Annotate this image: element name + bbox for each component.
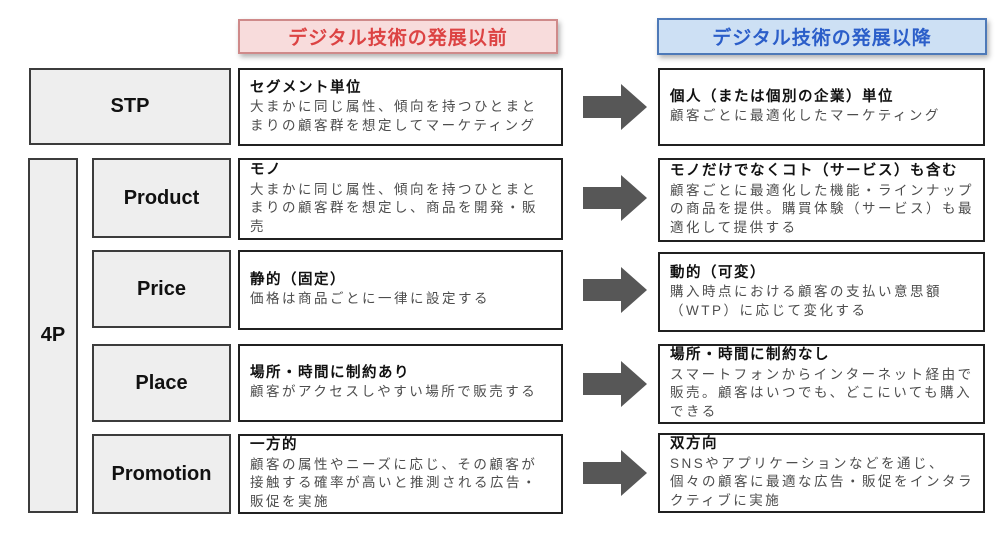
right-arrow-icon [583, 84, 647, 130]
header-before-digital: デジタル技術の発展以前 [238, 19, 558, 54]
promotion-label-box: Promotion [92, 434, 231, 514]
place-after-body: スマートフォンからインターネット経由で販売。顧客はいつでも、どこにいても購入でき… [670, 366, 974, 420]
product-label-box: Product [92, 158, 231, 238]
stp-before-title: セグメント単位 [250, 79, 362, 96]
price-before-body: 価格は商品ごとに一律に設定する [250, 291, 490, 307]
product-before-title: モノ [250, 162, 282, 179]
place-before-box: 場所・時間に制約あり 顧客がアクセスしやすい場所で販売する [238, 344, 563, 422]
product-before-body: 大まかに同じ属性、傾向を持つひとまとまりの顧客群を想定し、商品を開発・販売 [250, 181, 538, 235]
stp-before-body: 大まかに同じ属性、傾向を持つひとまとまりの顧客群を想定してマーケティング [250, 99, 538, 133]
promotion-before-box: 一方的 顧客の属性やニーズに応じ、その顧客が接触する確率が高いと推測される広告・… [238, 434, 563, 514]
header-after-digital: デジタル技術の発展以降 [657, 18, 987, 55]
product-after-body: 顧客ごとに最適化した機能・ラインナップの商品を提供。購買体験（サービス）も最適化… [670, 182, 974, 236]
place-after-title: 場所・時間に制約なし [670, 347, 830, 364]
price-before-box: 静的（固定） 価格は商品ごとに一律に設定する [238, 250, 563, 330]
promotion-before-body: 顧客の属性やニーズに応じ、その顧客が接触する確率が高いと推測される広告・販促を実… [250, 456, 538, 510]
price-before-title: 静的（固定） [250, 271, 346, 288]
stp-after-title: 個人（または個別の企業）単位 [670, 88, 894, 105]
fourp-label-box: 4P [28, 158, 78, 513]
stp-before-box: セグメント単位 大まかに同じ属性、傾向を持つひとまとまりの顧客群を想定してマーケ… [238, 68, 563, 146]
place-before-body: 顧客がアクセスしやすい場所で販売する [250, 384, 538, 400]
promotion-after-body: SNSやアプリケーションなどを通じ、個々の顧客に最適な広告・販促をインタラクティ… [670, 455, 974, 509]
place-after-box: 場所・時間に制約なし スマートフォンからインターネット経由で販売。顧客はいつでも… [658, 344, 985, 424]
price-after-box: 動的（可変） 購入時点における顧客の支払い意思額（WTP）に応じて変化する [658, 252, 985, 332]
right-arrow-icon [583, 267, 647, 313]
product-before-box: モノ 大まかに同じ属性、傾向を持つひとまとまりの顧客群を想定し、商品を開発・販売 [238, 158, 563, 240]
price-label-box: Price [92, 250, 231, 328]
product-after-box: モノだけでなくコト（サービス）も含む 顧客ごとに最適化した機能・ラインナップの商… [658, 158, 985, 242]
stp-label-box: STP [29, 68, 231, 145]
stp-after-box: 個人（または個別の企業）単位 顧客ごとに最適化したマーケティング [658, 68, 985, 146]
product-after-title: モノだけでなくコト（サービス）も含む [670, 163, 958, 180]
promotion-after-title: 双方向 [670, 436, 718, 453]
right-arrow-icon [583, 175, 647, 221]
right-arrow-icon [583, 450, 647, 496]
stp-after-body: 顧客ごとに最適化したマーケティング [670, 108, 941, 124]
place-label-box: Place [92, 344, 231, 422]
promotion-after-box: 双方向 SNSやアプリケーションなどを通じ、個々の顧客に最適な広告・販促をインタ… [658, 433, 985, 513]
price-after-title: 動的（可変） [670, 264, 766, 281]
right-arrow-icon [583, 361, 647, 407]
promotion-before-title: 一方的 [250, 437, 298, 454]
price-after-body: 購入時点における顧客の支払い意思額（WTP）に応じて変化する [670, 284, 942, 318]
place-before-title: 場所・時間に制約あり [250, 364, 410, 381]
